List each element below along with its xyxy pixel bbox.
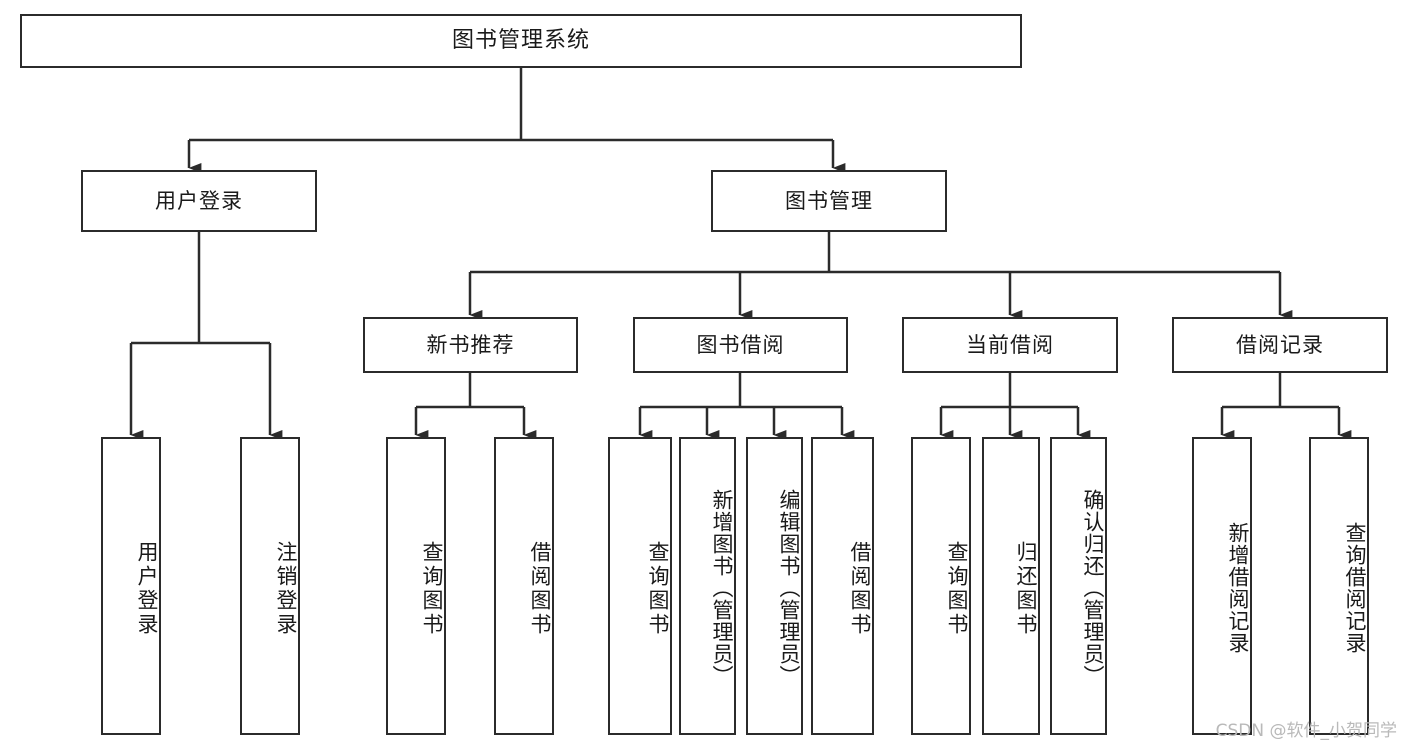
node-leaf-confirm-return-label: 确认归还（管理员） [1081,489,1105,687]
node-book-borrow[interactable]: 图书借阅 [633,317,848,373]
node-leaf-return-book[interactable]: 归还图书 [982,437,1040,735]
node-book-borrow-label: 图书借阅 [696,332,785,357]
node-leaf-borrow-book-2[interactable]: 借阅图书 [811,437,874,735]
node-root[interactable]: 图书管理系统 [20,14,1022,68]
node-current-borrow[interactable]: 当前借阅 [902,317,1118,373]
node-leaf-query-record[interactable]: 查询借阅记录 [1309,437,1369,735]
node-leaf-add-book-label: 新增图书（管理员） [710,489,734,687]
node-borrow-record-label: 借阅记录 [1236,332,1324,357]
node-current-borrow-label: 当前借阅 [966,332,1054,357]
node-new-book-recommend[interactable]: 新书推荐 [363,317,578,373]
node-leaf-add-book[interactable]: 新增图书（管理员） [679,437,736,735]
node-leaf-confirm-return[interactable]: 确认归还（管理员） [1050,437,1107,735]
node-book-management-label: 图书管理 [785,188,873,213]
node-leaf-borrow-book-2-label: 借阅图书 [848,541,872,637]
node-leaf-query-record-label: 查询借阅记录 [1343,522,1367,654]
node-leaf-edit-book-label: 编辑图书（管理员） [777,489,801,687]
node-leaf-query-book-2[interactable]: 查询图书 [608,437,672,735]
node-user-login-label: 用户登录 [155,188,243,213]
node-leaf-logout-login[interactable]: 注销登录 [240,437,300,735]
node-leaf-add-record-label: 新增借阅记录 [1226,522,1250,654]
node-leaf-borrow-book-1-label: 借阅图书 [528,541,552,637]
node-book-management[interactable]: 图书管理 [711,170,947,232]
node-user-login[interactable]: 用户登录 [81,170,317,232]
csdn-watermark: CSDN @软件_小贺同学 [1215,721,1397,741]
node-leaf-logout-login-label: 注销登录 [274,541,298,637]
node-leaf-query-book-1[interactable]: 查询图书 [386,437,446,735]
node-leaf-add-record[interactable]: 新增借阅记录 [1192,437,1252,735]
node-root-label: 图书管理系统 [451,28,590,54]
node-leaf-query-book-1-label: 查询图书 [420,541,444,637]
node-new-book-recommend-label: 新书推荐 [426,332,515,357]
node-leaf-query-book-3-label: 查询图书 [945,541,969,637]
node-leaf-query-book-3[interactable]: 查询图书 [911,437,971,735]
node-leaf-edit-book[interactable]: 编辑图书（管理员） [746,437,803,735]
node-leaf-query-book-2-label: 查询图书 [646,541,670,637]
node-leaf-user-login-label: 用户登录 [135,541,159,637]
node-leaf-return-book-label: 归还图书 [1014,541,1038,637]
node-leaf-borrow-book-1[interactable]: 借阅图书 [494,437,554,735]
node-borrow-record[interactable]: 借阅记录 [1172,317,1388,373]
node-leaf-user-login[interactable]: 用户登录 [101,437,161,735]
